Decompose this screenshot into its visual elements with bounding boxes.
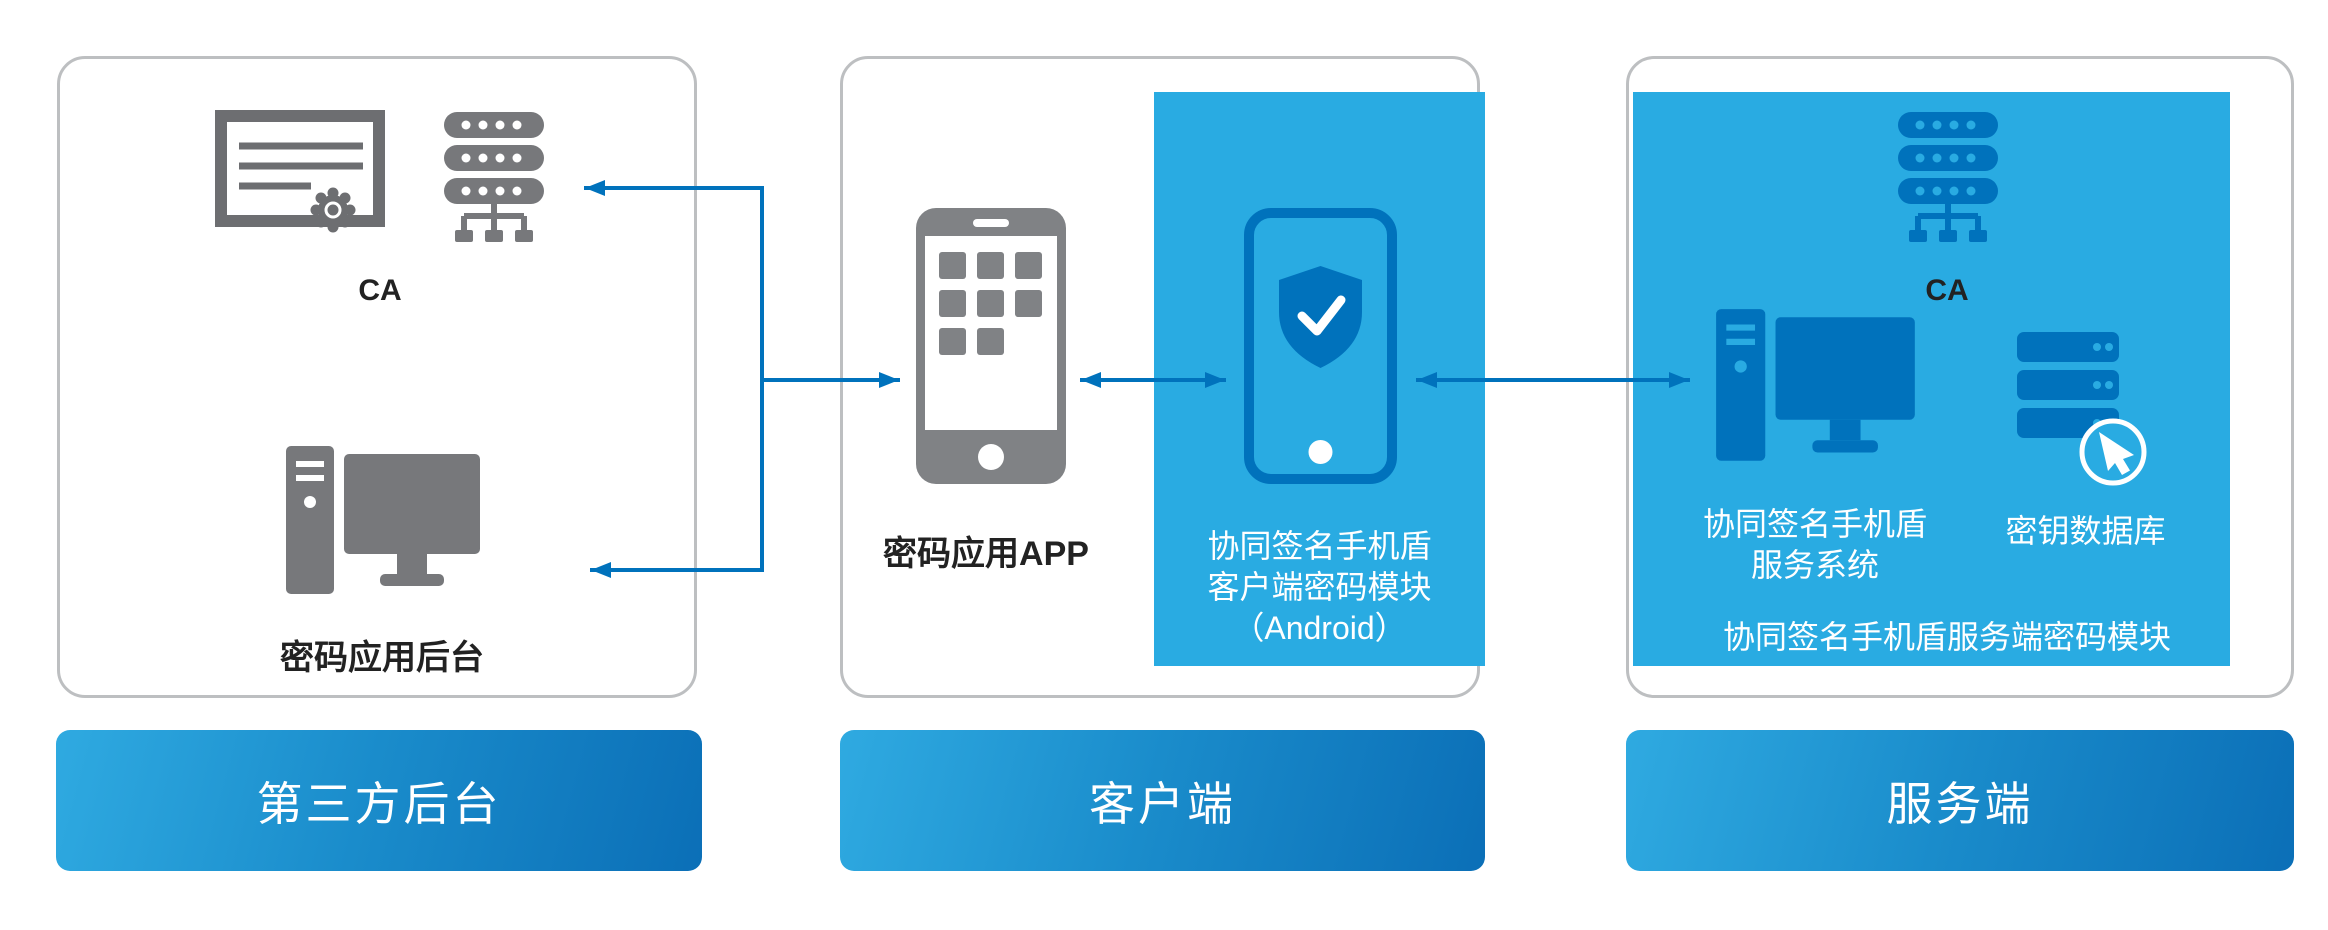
smartphone-apps-icon [916,208,1066,484]
service-system-label-line1: 协同签名手机盾 [1702,506,1927,542]
backend-label: 密码应用后台 [280,639,484,677]
workstation-icon [282,438,487,610]
client-module-label-line3: （Android） [1232,609,1407,646]
key-database-label: 密钥数据库 [2005,513,2166,549]
database-cursor-icon [2015,326,2150,491]
ca-label: CA [1925,274,1969,307]
server-cluster-icon [1892,112,2004,252]
server-cluster-icon [438,112,550,252]
phone-shield-icon [1244,208,1397,484]
certificate-icon [215,110,385,240]
client-module-label-line1: 协同签名手机盾 [1207,528,1432,564]
banner-client: 客户端 [840,730,1485,871]
service-system-label: 协同签名手机盾 服务系统 [1665,504,1965,586]
ca-label: CA [358,274,402,307]
banner-server: 服务端 [1626,730,2294,871]
client-module-label: 协同签名手机盾 客户端密码模块 （Android） [1154,526,1485,649]
app-label: 密码应用APP [883,535,1089,573]
server-module-label: 协同签名手机盾服务端密码模块 [1722,619,2171,655]
client-module-label-line2: 客户端密码模块 [1207,568,1432,605]
banner-third-party: 第三方后台 [56,730,702,871]
service-system-label-line2: 服务系统 [1750,546,1879,583]
workstation-icon [1712,300,1922,478]
